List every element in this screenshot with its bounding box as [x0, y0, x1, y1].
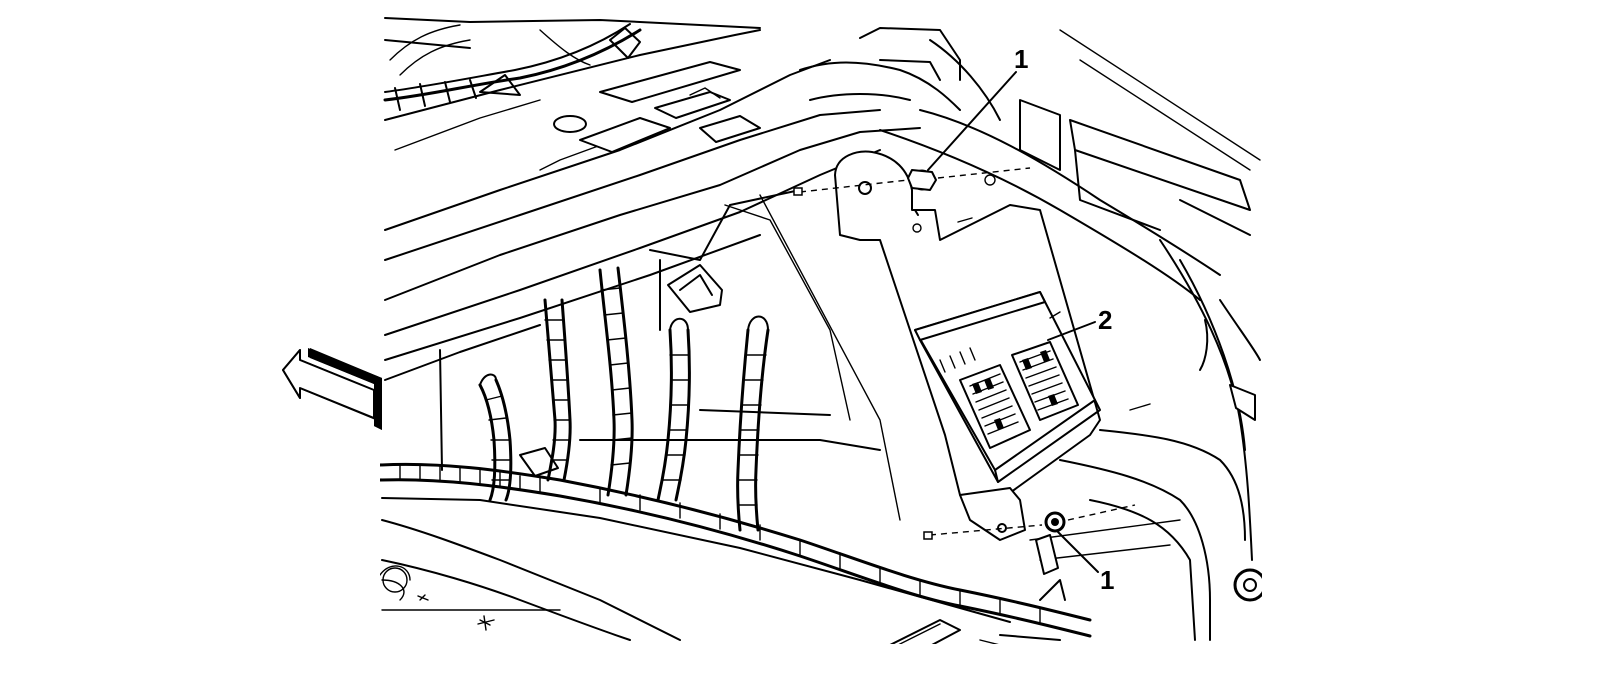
callout-label: 1 — [1014, 44, 1028, 74]
callout-2: 2 — [1047, 305, 1112, 341]
module-connector-right — [1011, 341, 1079, 421]
nut-icon — [907, 169, 937, 191]
electronic-module — [914, 291, 1101, 483]
upper-body-panel — [383, 17, 921, 381]
quarter-panel — [799, 27, 1267, 661]
nut-icon-lower — [1044, 511, 1066, 533]
callout-1-top: 1 — [927, 44, 1028, 171]
inner-panel — [439, 189, 901, 532]
trunk-floor — [378, 447, 1092, 663]
callout-1-bottom: 1 — [1057, 531, 1114, 595]
forward-arrow-icon-overlay — [282, 348, 382, 430]
callout-label: 2 — [1098, 305, 1112, 335]
callout-label: 1 — [1100, 565, 1114, 595]
module-connector-left — [959, 364, 1031, 449]
